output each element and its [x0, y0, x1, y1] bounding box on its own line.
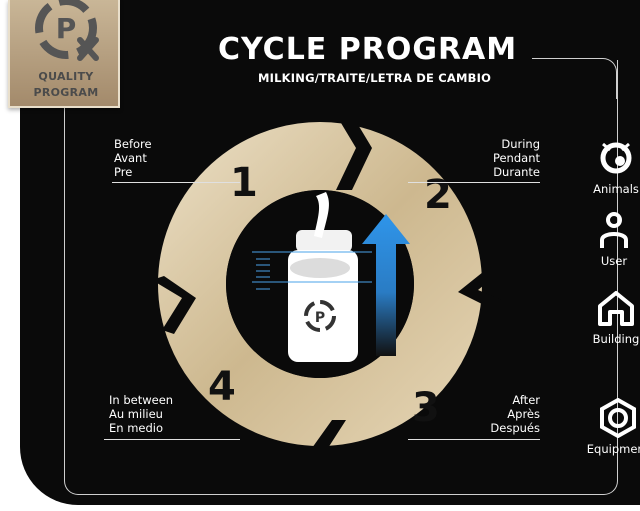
stage-1-line-es: Pre	[114, 165, 133, 179]
stage-3-line-es: Después	[490, 421, 540, 435]
separator-top	[336, 118, 372, 190]
separator-bottom	[312, 420, 350, 470]
stage-3-line-en: After	[512, 393, 540, 407]
building-icon	[598, 291, 634, 326]
stage-3-rule	[408, 439, 540, 440]
level-lines-icon	[252, 251, 372, 290]
user-icon	[600, 212, 628, 248]
stage-4-line-en: In between	[109, 393, 174, 407]
stage-label-before: Before Avant Pre	[114, 137, 152, 179]
stage-4-line-fr: Au milieu	[109, 407, 163, 421]
category-building-label: Building	[592, 332, 640, 346]
stage-label-in-between: In between Au milieu En medio	[109, 393, 173, 435]
stage-4-rule	[104, 439, 240, 440]
stage-2-line-en: During	[501, 137, 540, 151]
milk-bottle-icon	[288, 192, 358, 362]
category-equipment-label: Equipment	[586, 442, 640, 456]
separator-left	[152, 276, 196, 334]
stage-number-1: 1	[230, 160, 258, 206]
stage-label-after: After Après Después	[440, 393, 540, 435]
stage-number-2: 2	[424, 172, 452, 218]
category-user-label: User	[600, 254, 628, 268]
category-building: Building	[576, 288, 640, 346]
svg-text:P: P	[56, 12, 77, 45]
stage-label-during: During Pendant Durante	[440, 137, 540, 179]
category-equipment: Equipment	[578, 397, 640, 456]
bottle-logo-letter: P	[315, 310, 325, 326]
stage-number-4: 4	[208, 364, 236, 410]
nut-icon	[600, 397, 636, 439]
stage-2-line-es: Durante	[493, 165, 540, 179]
separator-right	[458, 268, 502, 312]
stage-1-rule	[112, 182, 240, 183]
px-logo-icon: P	[35, 0, 99, 61]
badge-line-program: PROGRAM	[33, 86, 99, 99]
category-animals-label: Animals	[593, 182, 639, 196]
up-arrow-icon	[362, 214, 410, 356]
frame-corner	[532, 58, 617, 99]
stage-1-line-fr: Avant	[114, 151, 147, 165]
stage-3-line-fr: Après	[507, 407, 540, 421]
stage-2-rule	[408, 182, 540, 183]
stage-1-line-en: Before	[114, 137, 152, 151]
stage-number-3: 3	[412, 385, 440, 431]
badge-line-quality: QUALITY	[38, 70, 94, 83]
quality-program-badge: P QUALITY PROGRAM	[8, 0, 120, 108]
cow-icon	[600, 142, 632, 174]
cycle-ring	[158, 122, 482, 446]
stage-2-line-fr: Pendant	[492, 151, 540, 165]
page-subtitle: MILKING/TRAITE/LETRA DE CAMBIO	[258, 71, 492, 85]
stage-4-line-es: En medio	[109, 421, 164, 435]
category-user: User	[574, 210, 640, 268]
category-animals: Animals	[576, 138, 640, 196]
page-title: CYCLE PROGRAM	[218, 32, 518, 67]
frame-border	[64, 60, 618, 495]
